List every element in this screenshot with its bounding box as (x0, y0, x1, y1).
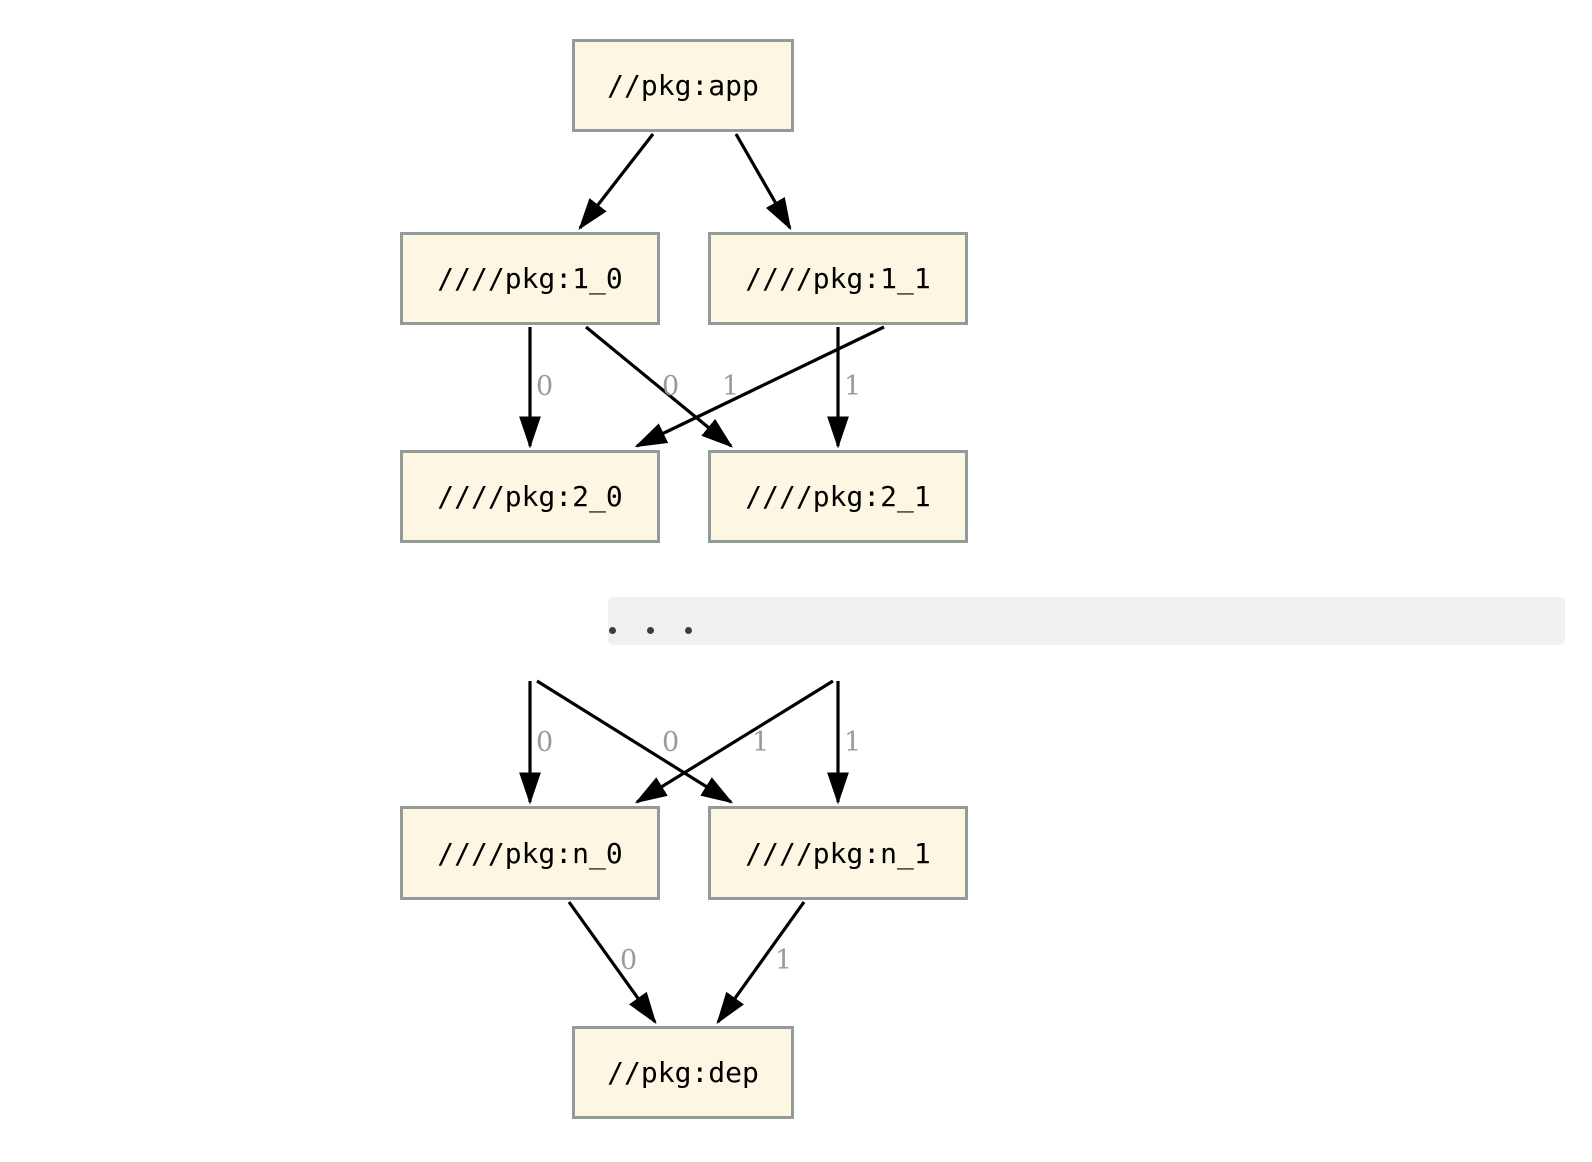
edge-label-e-n_0-dep: 0 (620, 945, 638, 976)
collapsed-section-band (608, 597, 1565, 645)
graph-node-label: ////pkg:n_1 (745, 836, 931, 870)
graph-edge-e-n_0-dep (567, 901, 657, 1025)
graph-node-dep[interactable]: //pkg:dep (572, 1026, 794, 1119)
ellipsis-dot (685, 627, 692, 634)
edge-label-e-cut-n_1b: 1 (844, 727, 862, 758)
edge-label-e-cut-n_1a: 0 (662, 727, 680, 758)
edge-label-e-1_1-2_1: 1 (844, 371, 862, 402)
graph-node-n1_1[interactable]: ////pkg:1_1 (708, 232, 968, 325)
graph-node-n2_1[interactable]: ////pkg:2_1 (708, 450, 968, 543)
graph-edge-e-cut-n_1a (536, 679, 734, 804)
graph-node-label: //pkg:dep (607, 1056, 759, 1089)
graph-edge-e-1_1-2_0 (634, 325, 885, 448)
graph-node-label: ////pkg:1_0 (437, 262, 623, 295)
graph-node-n2_0[interactable]: ////pkg:2_0 (400, 450, 660, 543)
graph-edge-e-n_1-dep (716, 901, 806, 1025)
edge-label-e-1_0-2_0: 0 (536, 371, 554, 402)
graph-node-nn_0[interactable]: ////pkg:n_0 (400, 806, 660, 900)
graph-node-label: //pkg:app (607, 69, 759, 102)
edge-label-e-1_0-2_1: 0 (662, 371, 680, 402)
edge-label-e-1_1-2_0: 1 (722, 371, 740, 402)
graph-edge-e-cut-n_0b (634, 679, 834, 804)
graph-node-label: ////pkg:1_1 (745, 262, 931, 295)
edge-label-e-n_1-dep: 1 (775, 945, 793, 976)
ellipsis-dot (609, 627, 616, 634)
ellipsis-dot (647, 627, 654, 634)
graph-edge-e-app-1_1 (734, 133, 792, 231)
graph-node-app[interactable]: //pkg:app (572, 39, 794, 132)
graph-edge-e-app-1_0 (578, 133, 655, 231)
graph-node-label: ////pkg:2_1 (745, 480, 931, 513)
graph-node-nn_1[interactable]: ////pkg:n_1 (708, 806, 968, 900)
graph-node-n1_0[interactable]: ////pkg:1_0 (400, 232, 660, 325)
ellipsis-icon (609, 627, 723, 634)
graph-edge-e-1_0-2_1 (584, 325, 733, 448)
edge-label-e-cut-n_0b: 1 (752, 727, 770, 758)
graph-node-label: ////pkg:2_0 (437, 480, 623, 513)
edge-label-e-cut-n_0: 0 (536, 727, 554, 758)
graph-node-label: ////pkg:n_0 (437, 836, 623, 870)
